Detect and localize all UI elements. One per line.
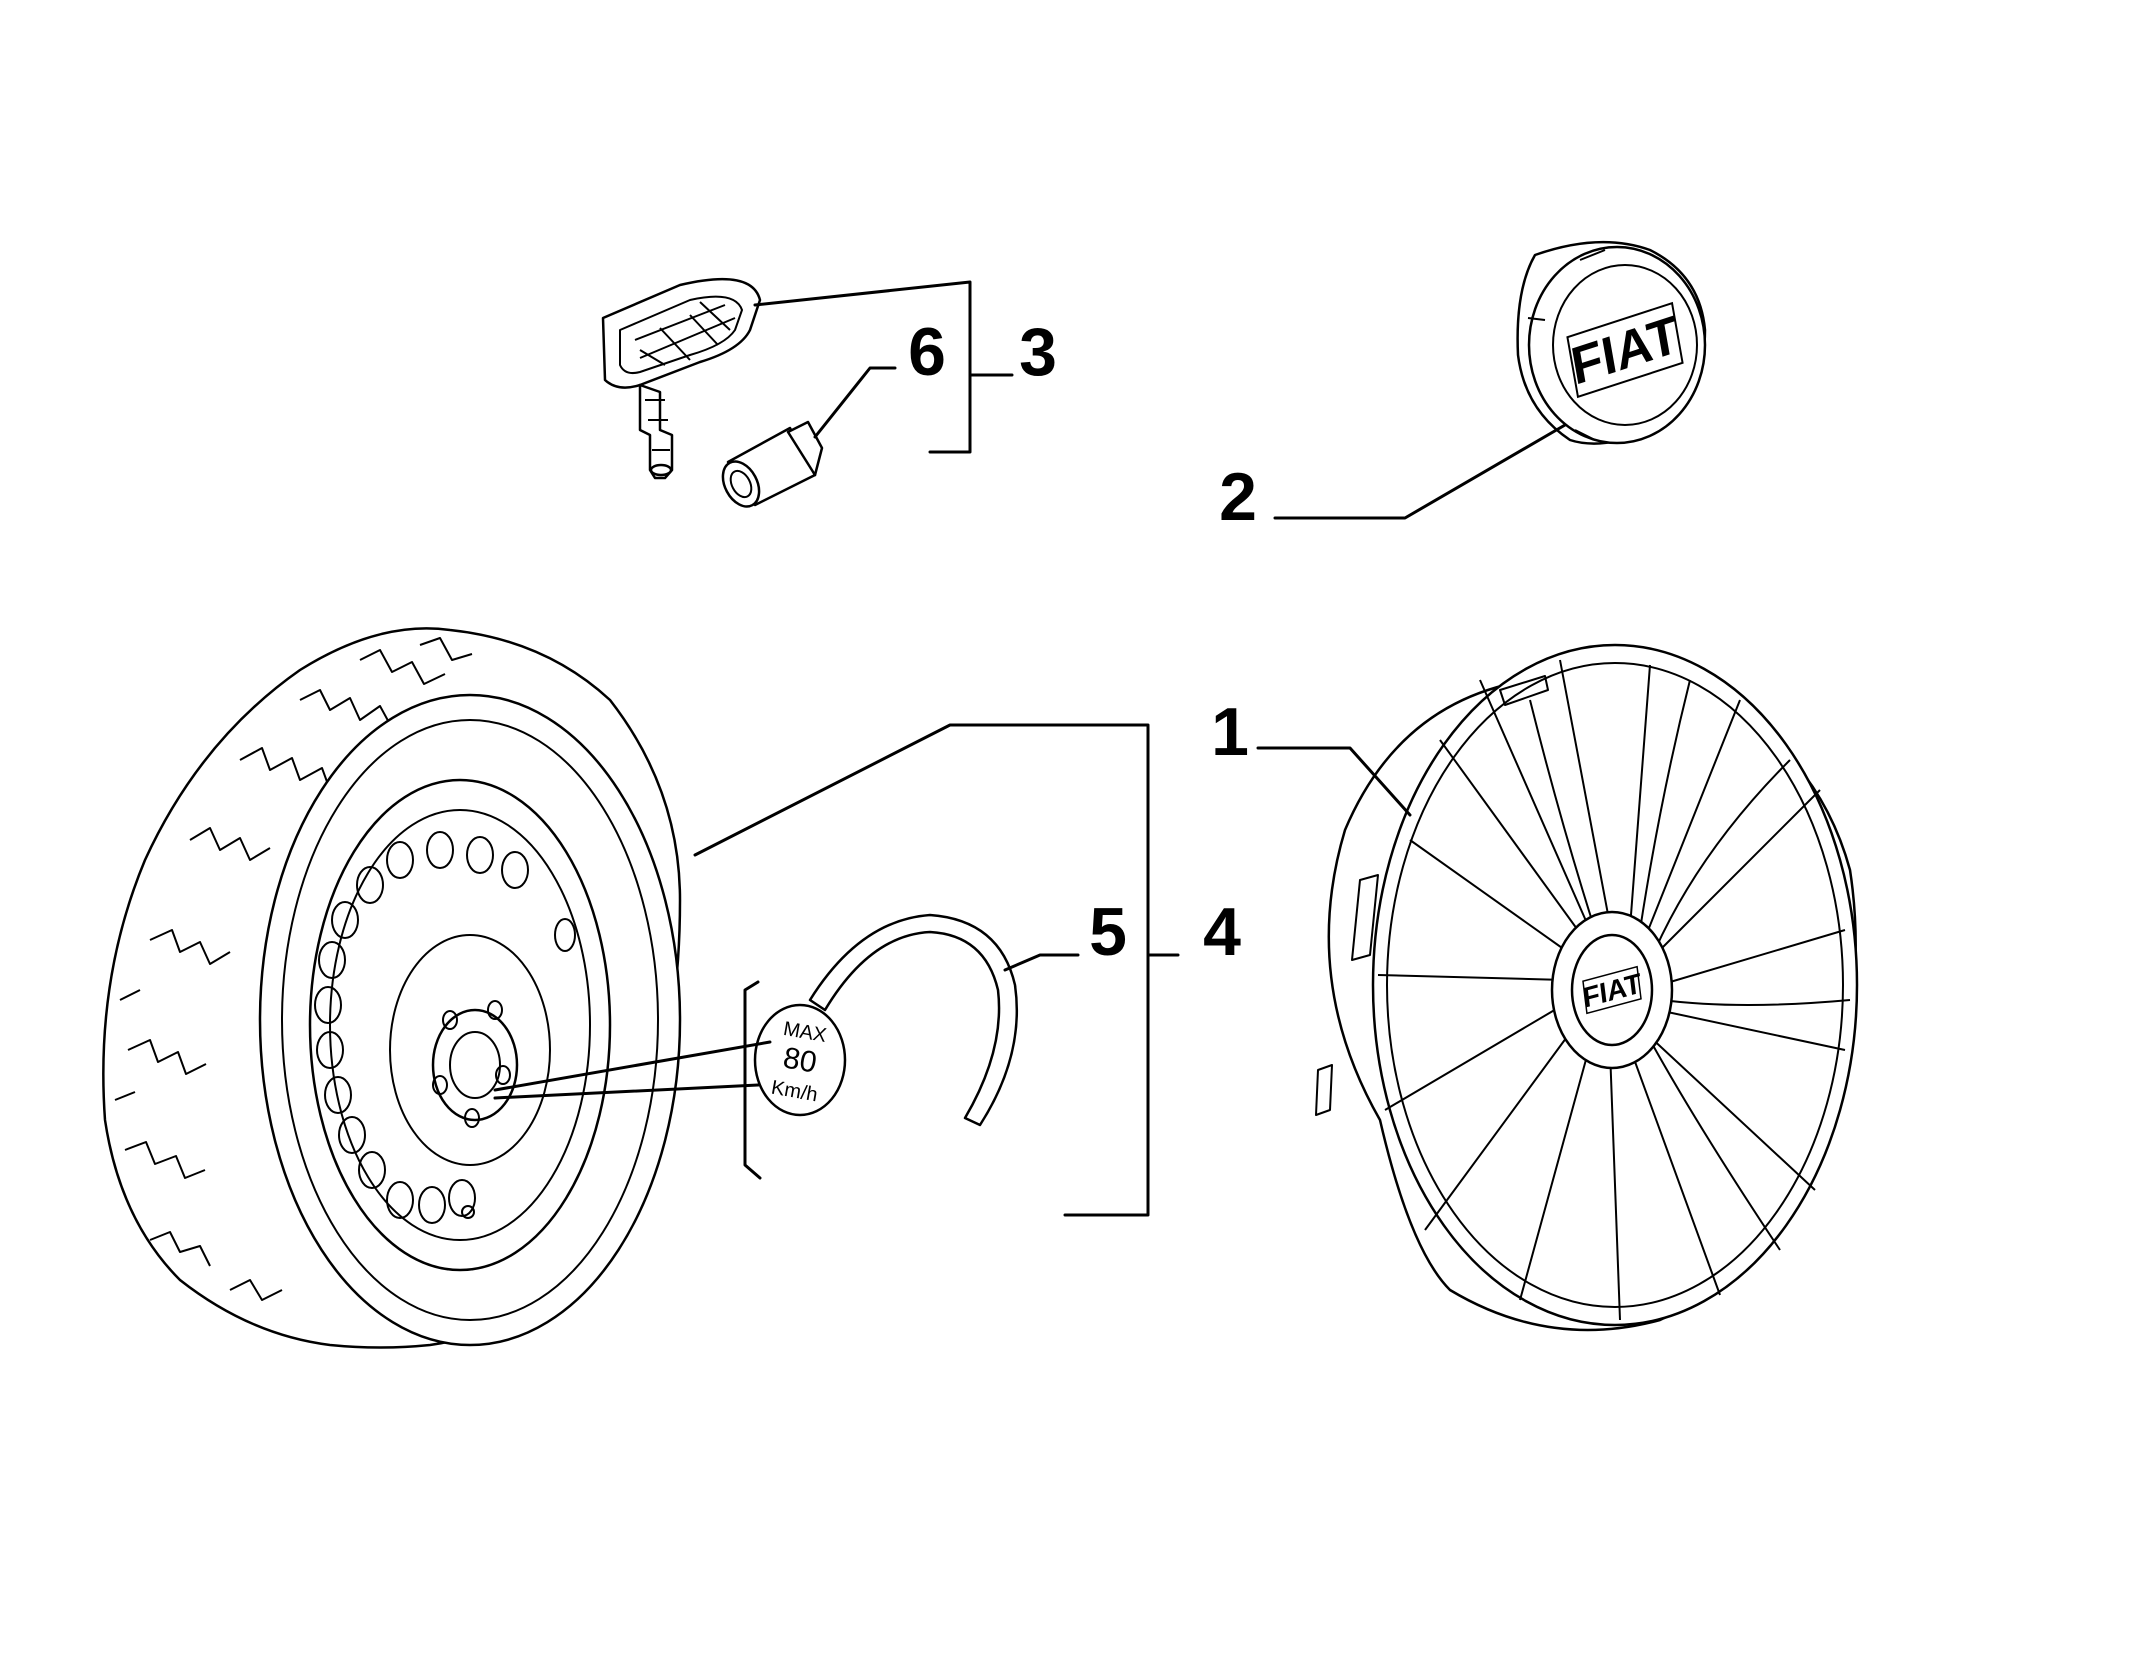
callout-4: 4	[1203, 894, 1241, 970]
wheel-assembly	[102, 627, 682, 1349]
callout-1: 1	[1211, 694, 1249, 770]
tpms-sensor	[601, 277, 762, 480]
callouts: 1 2 3 4 5 6	[908, 314, 1257, 970]
callout-2: 2	[1219, 459, 1257, 535]
decal-speed: 80	[781, 1041, 820, 1079]
decal-strip	[808, 913, 1019, 1127]
speed-decal: MAX 80 Km/h	[753, 1003, 847, 1117]
callout-3: 3	[1019, 314, 1057, 390]
callout-5: 5	[1089, 894, 1127, 970]
callout-6: 6	[908, 314, 946, 390]
wheel-cover: FIAT	[1315, 643, 1859, 1332]
center-cap: FIAT	[1516, 240, 1707, 445]
valve-cap	[721, 420, 824, 508]
leader-lines	[493, 280, 1567, 1217]
